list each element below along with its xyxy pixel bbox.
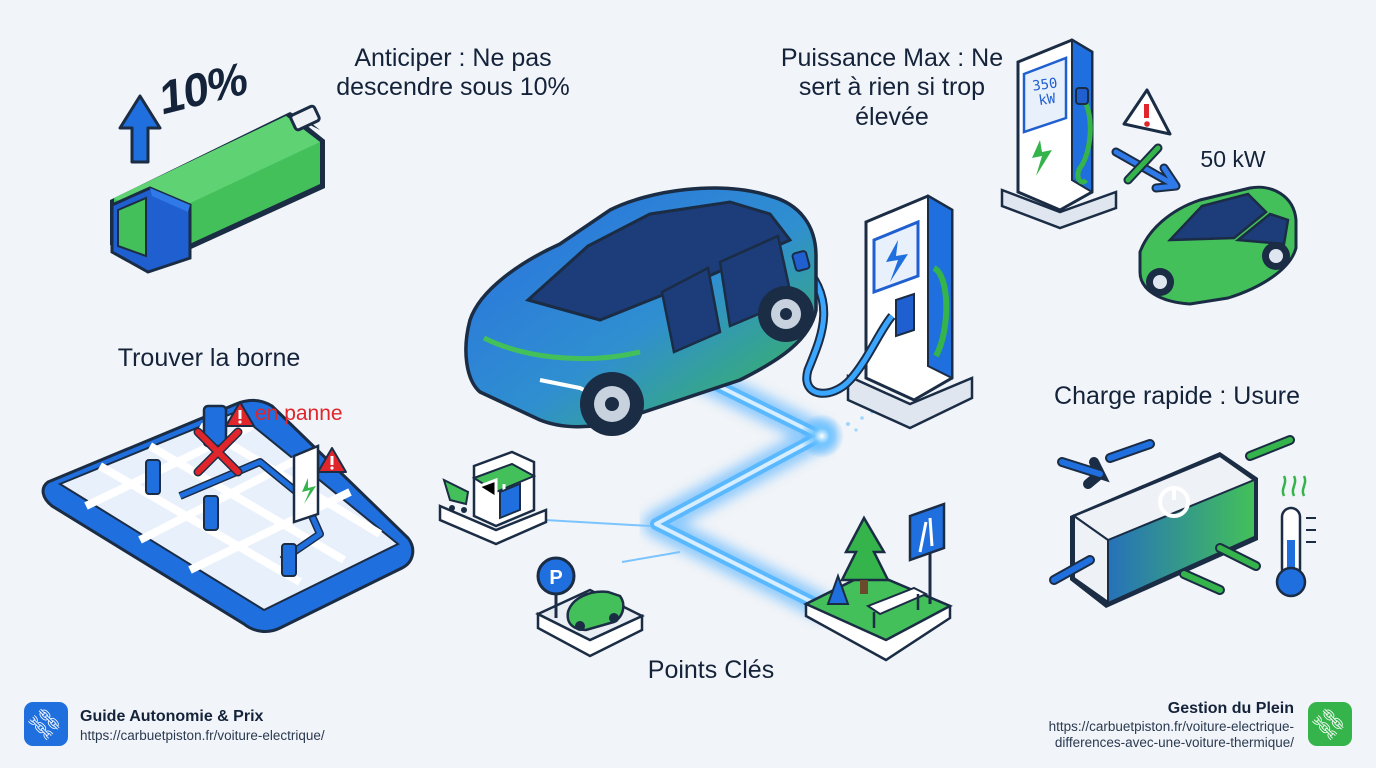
warning-icon	[225, 401, 255, 427]
main-electric-car	[464, 186, 818, 436]
link-icon: ⛓	[23, 701, 69, 747]
puissance-max-label: Puissance Max : Ne sert à rien si trop é…	[780, 44, 1004, 131]
trouver-borne-label: Trouver la borne	[117, 344, 301, 372]
charge-rapide-label: Charge rapide : Usure	[1054, 382, 1300, 410]
charging-path-network	[544, 359, 886, 619]
points-cles-label: Points Clés	[647, 656, 775, 684]
parking-illustration	[535, 556, 645, 658]
warning-icon	[1122, 88, 1172, 136]
shop-illustration	[438, 450, 548, 546]
anticiper-label: Anticiper : Ne pas descendre sous 10%	[336, 44, 570, 102]
rest-area-illustration	[803, 502, 953, 662]
main-charging-station	[796, 194, 974, 430]
thermometer-icon	[1275, 475, 1316, 598]
guide-url-link[interactable]: https://carbuetpiston.fr/voiture-electri…	[80, 728, 325, 743]
battery-fast-charge-illustration	[1070, 452, 1258, 608]
power-reduce-arrow-icon	[1111, 143, 1181, 193]
phone-map-illustration	[41, 398, 415, 633]
battery-low-illustration	[110, 104, 325, 274]
warning-icon	[317, 447, 347, 473]
guide-title: Guide Autonomie & Prix	[80, 708, 264, 725]
guide-link-button[interactable]: ⛓	[23, 701, 69, 747]
compression-arrows-icon	[1049, 435, 1295, 595]
parking-icon: P	[549, 567, 562, 589]
small-green-car	[1138, 185, 1298, 306]
link-icon: ⛓	[1307, 701, 1353, 747]
charger-350kw	[1000, 38, 1118, 230]
gestion-title: Gestion du Plein	[1167, 700, 1294, 717]
arrow-up-icon	[118, 94, 162, 164]
gestion-link-button[interactable]: ⛓	[1307, 701, 1353, 747]
gestion-url-link[interactable]: https://carbuetpiston.fr/voiture-electri…	[1048, 719, 1294, 751]
50kw-label: 50 kW	[1200, 146, 1266, 172]
en-panne-label: en panne	[255, 402, 343, 425]
